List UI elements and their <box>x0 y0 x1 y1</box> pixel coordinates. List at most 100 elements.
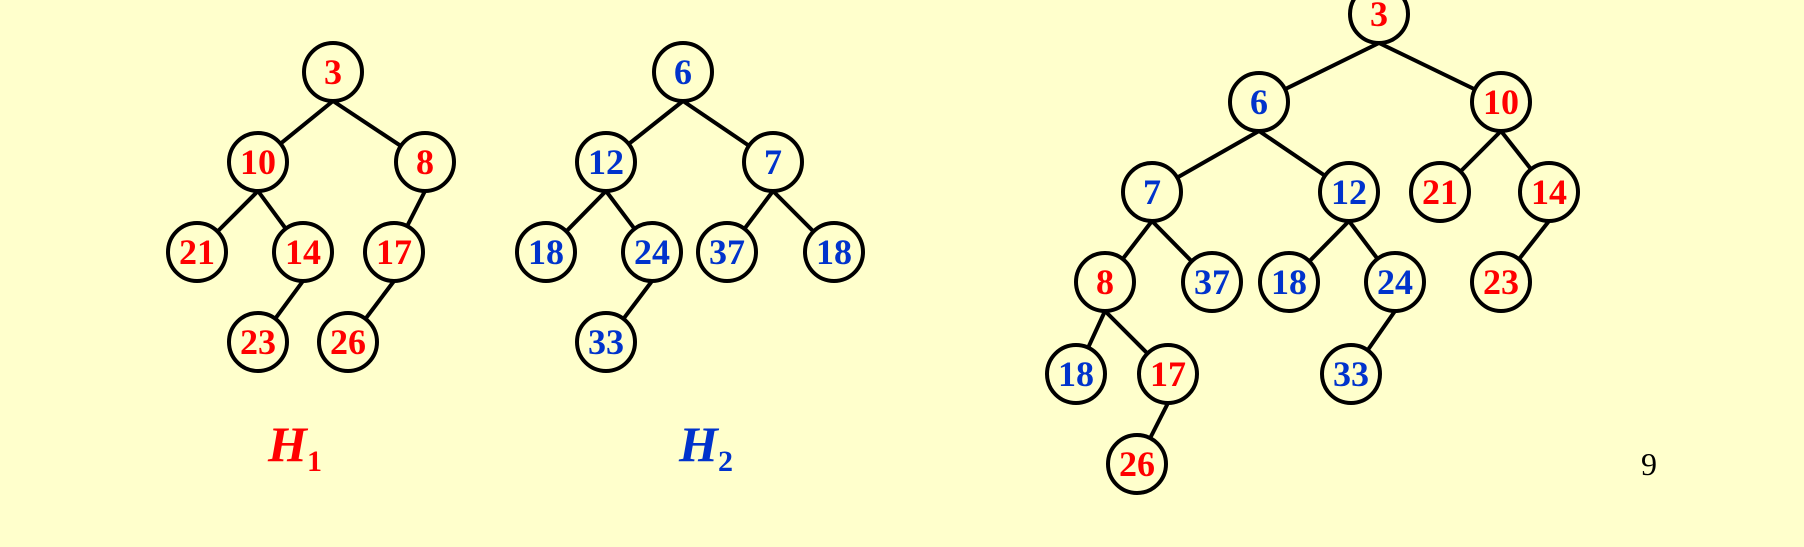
tree-node: 21 <box>1409 161 1471 223</box>
node-value: 7 <box>764 142 782 182</box>
tree-node: 18 <box>1045 343 1107 405</box>
node-value: 6 <box>1250 82 1268 122</box>
edge-merged-n6-n12 <box>1257 129 1327 178</box>
node-circle <box>696 221 758 283</box>
node-circle <box>1137 343 1199 405</box>
tree-node: 17 <box>363 221 425 283</box>
tree-node: 37 <box>696 221 758 283</box>
node-circle <box>575 131 637 193</box>
node-circle <box>1320 343 1382 405</box>
tree-node: 33 <box>1320 343 1382 405</box>
tree-node: 14 <box>1518 161 1580 223</box>
node-circle <box>317 311 379 373</box>
heap-label-h2: H2 <box>678 416 733 478</box>
node-circle <box>1045 343 1107 405</box>
node-circle <box>652 41 714 103</box>
edge-h1-e-g <box>273 279 305 320</box>
tree-node: 26 <box>1106 433 1168 495</box>
tree-node: 33 <box>575 311 637 373</box>
node-value: 17 <box>376 232 412 272</box>
node-value: 12 <box>588 142 624 182</box>
node-value: 33 <box>1333 354 1369 394</box>
tree-node: 24 <box>1364 251 1426 313</box>
edge-merged-n17-n26 <box>1148 402 1170 440</box>
tree-node: 6 <box>652 41 714 103</box>
edge-merged-n7-n37 <box>1150 219 1194 263</box>
edge-h2-a-c <box>681 99 751 148</box>
node-value: 23 <box>1483 262 1519 302</box>
tree-node: 21 <box>166 221 228 283</box>
tree-node: 3 <box>302 41 364 103</box>
edge-merged-n12-n18b <box>1307 219 1351 263</box>
page-number: 9 <box>1641 446 1657 482</box>
heap-label-h1: H1 <box>267 416 322 478</box>
node-value: 18 <box>1058 354 1094 394</box>
node-value: 17 <box>1150 354 1186 394</box>
node-circle <box>1074 251 1136 313</box>
node-value: 8 <box>1096 262 1114 302</box>
edge-h2-b-e <box>604 189 637 231</box>
node-circle <box>742 131 804 193</box>
node-value: 23 <box>240 322 276 362</box>
tree-node: 23 <box>227 311 289 373</box>
tree-node: 10 <box>227 131 289 193</box>
edge-h2-e-h <box>621 279 654 321</box>
node-circle <box>1470 251 1532 313</box>
edge-h2-c-f <box>742 189 775 231</box>
node-circle <box>227 311 289 373</box>
tree-node: 8 <box>394 131 456 193</box>
node-circle <box>227 131 289 193</box>
tree-node: 18 <box>1258 251 1320 313</box>
edge-merged-n10-n14 <box>1499 129 1533 171</box>
node-value: 21 <box>1422 172 1458 212</box>
edge-h1-a-c <box>331 99 402 148</box>
tree-node: 12 <box>575 131 637 193</box>
node-value: 21 <box>179 232 215 272</box>
tree-node: 8 <box>1074 251 1136 313</box>
tree-node: 10 <box>1470 71 1532 133</box>
tree-node: 18 <box>515 221 577 283</box>
node-circle <box>363 221 425 283</box>
node-circle <box>803 221 865 283</box>
node-circle <box>515 221 577 283</box>
edge-merged-r-n10 <box>1378 41 1476 92</box>
node-value: 24 <box>1377 262 1413 302</box>
edge-merged-n10-n21 <box>1459 129 1503 173</box>
tree-node: 7 <box>1121 161 1183 223</box>
tree-node: 6 <box>1228 71 1290 133</box>
node-value: 33 <box>588 322 624 362</box>
edge-h1-c-f <box>405 190 427 228</box>
node-value: 12 <box>1331 172 1367 212</box>
node-circle <box>1470 71 1532 133</box>
edge-h1-b-e <box>256 189 288 230</box>
node-circle <box>1121 161 1183 223</box>
tree-node: 17 <box>1137 343 1199 405</box>
node-value: 24 <box>634 232 670 272</box>
tree-edges <box>216 41 1551 440</box>
node-circle <box>621 221 683 283</box>
tree-labels: H1 H2 <box>267 416 733 478</box>
node-circle <box>1228 71 1290 133</box>
node-value: 14 <box>285 232 321 272</box>
tree-node: 12 <box>1318 161 1380 223</box>
node-value: 26 <box>330 322 366 362</box>
edge-h1-f-h <box>363 279 396 321</box>
edge-h2-c-g <box>771 189 815 233</box>
node-circle <box>1181 251 1243 313</box>
node-circle <box>1518 161 1580 223</box>
node-value: 37 <box>709 232 745 272</box>
tree-node: 23 <box>1470 251 1532 313</box>
node-value: 8 <box>416 142 434 182</box>
node-value: 7 <box>1143 172 1161 212</box>
node-circle <box>272 221 334 283</box>
tree-node: 37 <box>1181 251 1243 313</box>
node-circle <box>1106 433 1168 495</box>
node-circle <box>1318 161 1380 223</box>
node-value: 3 <box>1370 0 1388 34</box>
edge-merged-n24-n33 <box>1365 309 1397 352</box>
edge-h1-a-b <box>279 99 335 146</box>
tree-node: 18 <box>803 221 865 283</box>
node-circle <box>1409 161 1471 223</box>
